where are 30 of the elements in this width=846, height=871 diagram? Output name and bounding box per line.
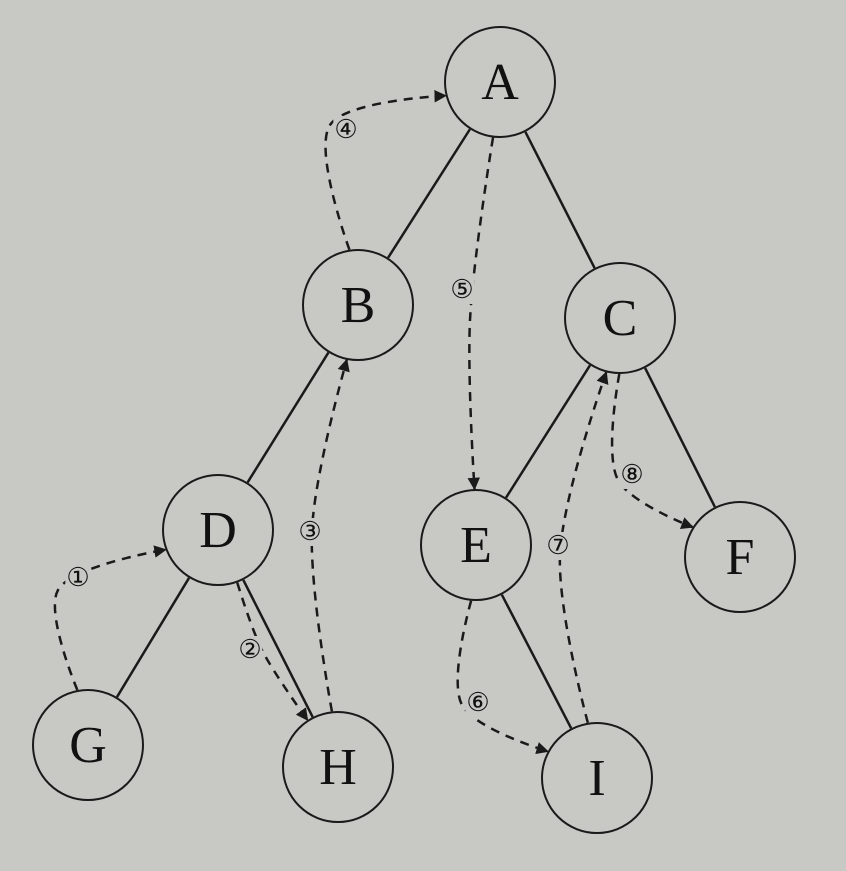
tree-edge [116, 577, 190, 698]
tree-edge [246, 352, 330, 484]
tree-node: G [32, 689, 144, 801]
tree-edge [500, 594, 572, 729]
edge-label: ⑧ [619, 461, 645, 489]
tree-edge [644, 367, 716, 508]
tree-edge [387, 128, 471, 258]
tree-node: F [684, 501, 796, 613]
tree-edge [504, 364, 592, 498]
dashed-arrow [236, 582, 308, 722]
edge-label: ⑦ [545, 532, 571, 560]
tree-node: H [282, 711, 394, 823]
edge-label: ⑤ [449, 276, 475, 304]
edge-label: ③ [297, 518, 323, 546]
tree-node: C [564, 262, 676, 374]
dashed-arrow [610, 374, 694, 529]
tree-edge [242, 579, 314, 718]
dashed-arrow [54, 545, 167, 690]
tree-node: I [541, 722, 653, 834]
dashed-arrow [558, 371, 608, 724]
dashed-arrow [456, 600, 549, 754]
dashed-arrow [468, 137, 494, 490]
tree-edge [524, 131, 596, 269]
dashed-arrow [324, 90, 447, 250]
tree-node: E [420, 489, 532, 601]
dashed-arrow [310, 358, 350, 712]
edge-label: ⑥ [465, 689, 491, 717]
tree-node: A [444, 26, 556, 138]
tree-node: D [162, 474, 274, 586]
tree-node: B [302, 249, 414, 361]
